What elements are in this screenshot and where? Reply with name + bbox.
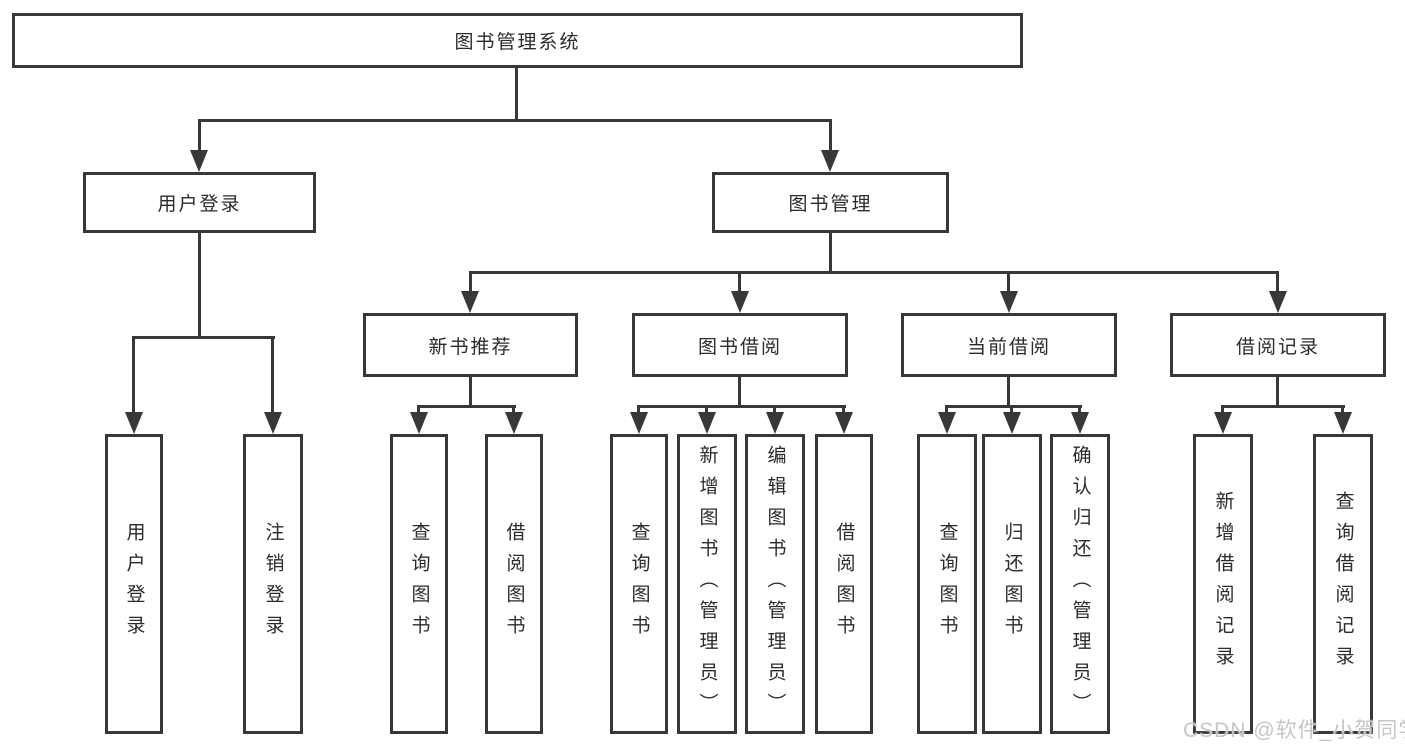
connector-drop-recommend: [469, 271, 472, 293]
arrowhead-down-icon: [1071, 412, 1089, 434]
leaf-label: 新增借阅记录: [1212, 491, 1234, 677]
arrowhead-down-icon: [698, 412, 716, 434]
leaf-label: 确认归还（管理员）: [1069, 444, 1091, 724]
connector-root-stem: [515, 68, 518, 122]
arrowhead-down-icon: [505, 412, 523, 434]
leaf-query-books-borrow: 查询图书: [610, 434, 668, 734]
connector-records-stem: [1276, 377, 1279, 408]
connector-recommend-stem: [469, 377, 472, 408]
leaf-user-login: 用户登录: [105, 434, 163, 734]
connector-drop-leaf: [271, 336, 274, 413]
arrowhead-down-icon: [731, 291, 749, 313]
leaf-logout: 注销登录: [243, 434, 303, 734]
arrowhead-down-icon: [821, 150, 839, 172]
connector-drop-leaf: [945, 405, 948, 414]
arrowhead-down-icon: [461, 291, 479, 313]
arrowhead-down-icon: [835, 412, 853, 434]
leaf-label: 注销登录: [262, 522, 284, 646]
node-root-system: 图书管理系统: [12, 13, 1023, 68]
leaf-add-borrow-record: 新增借阅记录: [1193, 434, 1253, 734]
connector-records-bar: [1221, 405, 1345, 408]
leaf-label: 查询图书: [628, 522, 650, 646]
arrowhead-down-icon: [410, 412, 428, 434]
leaf-borrow-books: 借阅图书: [815, 434, 873, 734]
arrowhead-down-icon: [264, 412, 282, 434]
leaf-label: 归还图书: [1001, 522, 1023, 646]
node-borrow-records: 借阅记录: [1170, 313, 1386, 377]
connector-current-bar: [945, 405, 1082, 408]
node-label: 图书管理: [788, 194, 873, 215]
leaf-label: 新增图书（管理员）: [696, 444, 718, 724]
leaf-confirm-return-admin: 确认归还（管理员）: [1050, 434, 1110, 734]
node-new-book-recommend: 新书推荐: [363, 313, 578, 377]
node-label: 用户登录: [157, 194, 242, 215]
leaf-add-books-admin: 新增图书（管理员）: [677, 434, 737, 734]
leaf-edit-books-admin: 编辑图书（管理员）: [745, 434, 805, 734]
connector-borrow-bar: [637, 405, 846, 408]
leaf-label: 用户登录: [123, 522, 145, 646]
node-book-borrow: 图书借阅: [632, 313, 848, 377]
leaf-return-books: 归还图书: [982, 434, 1042, 734]
arrowhead-down-icon: [938, 412, 956, 434]
leaf-label: 查询借阅记录: [1332, 491, 1354, 677]
connector-drop-leaf: [637, 405, 640, 414]
connector-drop-user-login: [198, 119, 201, 152]
leaf-label: 借阅图书: [503, 522, 525, 646]
node-current-borrow: 当前借阅: [901, 313, 1117, 377]
node-label: 图书管理系统: [454, 32, 581, 53]
node-label: 图书借阅: [697, 336, 782, 358]
arrowhead-down-icon: [1214, 412, 1232, 434]
arrowhead-down-icon: [1269, 291, 1287, 313]
connector-drop-leaf: [705, 405, 708, 414]
connector-level3-bar: [469, 271, 1279, 274]
arrowhead-down-icon: [766, 412, 784, 434]
connector-drop-book-mgmt: [829, 119, 832, 152]
arrowhead-down-icon: [630, 412, 648, 434]
leaf-query-borrow-record: 查询借阅记录: [1313, 434, 1373, 734]
leaf-borrow-books-recommend: 借阅图书: [485, 434, 543, 734]
node-user-login: 用户登录: [83, 172, 316, 233]
arrowhead-down-icon: [1000, 291, 1018, 313]
leaf-query-books-recommend: 查询图书: [390, 434, 448, 734]
connector-book-mgmt-stem: [829, 233, 832, 274]
connector-drop-leaf: [1078, 405, 1081, 414]
node-book-mgmt: 图书管理: [712, 172, 949, 233]
connector-user-login-stem: [198, 233, 201, 339]
connector-drop-borrow: [738, 271, 741, 293]
csdn-watermark: CSDN @软件_小贺同学: [1183, 719, 1405, 742]
connector-recommend-bar: [417, 405, 516, 408]
connector-drop-leaf: [1010, 405, 1013, 414]
leaf-label: 查询图书: [408, 522, 430, 646]
arrowhead-down-icon: [1334, 412, 1352, 434]
leaf-label: 查询图书: [936, 522, 958, 646]
connector-drop-leaf: [1221, 405, 1224, 414]
connector-drop-leaf: [773, 405, 776, 414]
connector-user-login-bar: [132, 336, 275, 339]
connector-borrow-stem: [738, 377, 741, 408]
connector-drop-leaf: [842, 405, 845, 414]
arrowhead-down-icon: [125, 412, 143, 434]
connector-level2-bar: [198, 119, 832, 122]
connector-drop-leaf: [1341, 405, 1344, 414]
node-label: 借阅记录: [1235, 336, 1320, 358]
connector-current-stem: [1007, 377, 1010, 408]
node-label: 新书推荐: [428, 336, 513, 358]
arrowhead-down-icon: [190, 150, 208, 172]
connector-drop-records: [1276, 271, 1279, 293]
connector-drop-leaf: [132, 336, 135, 413]
leaf-query-books-current: 查询图书: [917, 434, 977, 734]
leaf-label: 借阅图书: [833, 522, 855, 646]
leaf-label: 编辑图书（管理员）: [764, 444, 786, 724]
connector-drop-leaf: [417, 405, 420, 414]
arrowhead-down-icon: [1003, 412, 1021, 434]
connector-drop-current: [1007, 271, 1010, 293]
node-label: 当前借阅: [966, 336, 1051, 358]
connector-drop-leaf: [512, 405, 515, 414]
